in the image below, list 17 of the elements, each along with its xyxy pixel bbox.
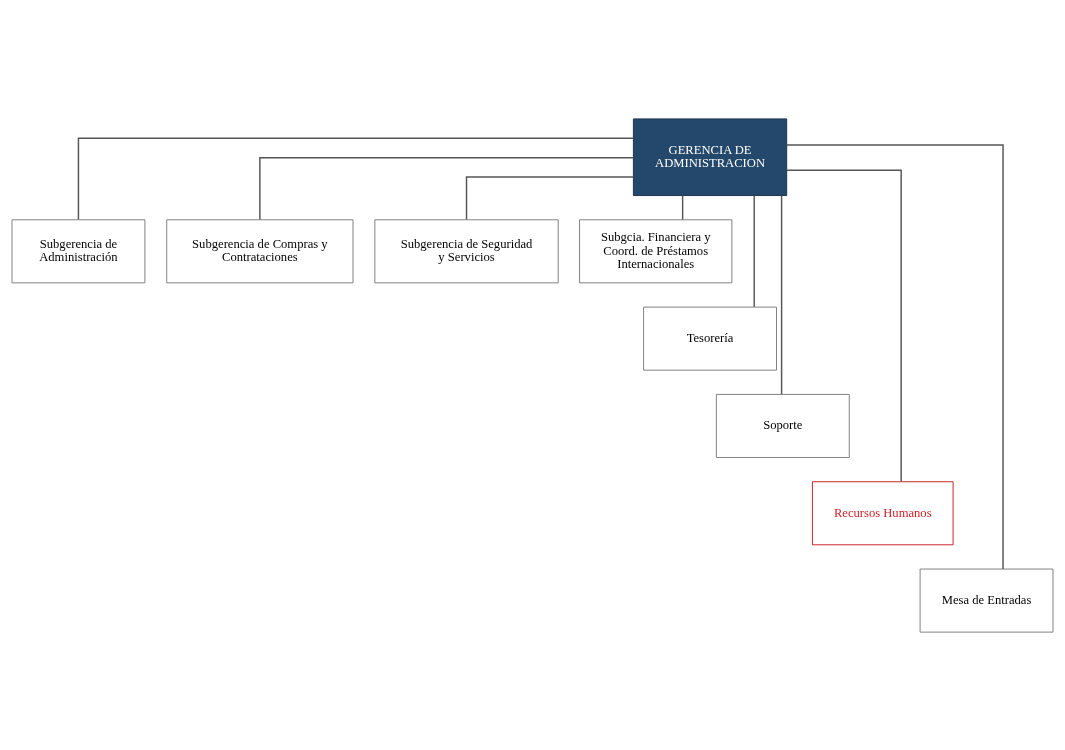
node-box: Mesa de Entradas (919, 568, 1054, 633)
node-box: GERENCIA DE ADMINISTRACION (632, 117, 788, 196)
connector (259, 156, 634, 220)
node-box: Subgerencia de Administración (11, 218, 146, 283)
connector (681, 194, 684, 220)
node-box: Recursos Humanos (811, 480, 954, 545)
connector (77, 137, 634, 220)
connector (465, 175, 635, 220)
node-box: Subgcia. Financiera y Coord. de Préstamos Internacionales (579, 218, 733, 283)
connector (780, 194, 783, 395)
connector (786, 169, 902, 482)
node-box: Tesorería (643, 306, 777, 371)
node-box: Soporte (715, 393, 850, 458)
node-box: Subgerencia de Compras y Contrataciones (166, 218, 354, 283)
node-box: Subgerencia de Seguridad y Servicios (374, 218, 559, 283)
connector (786, 143, 1004, 570)
connector (753, 194, 755, 308)
